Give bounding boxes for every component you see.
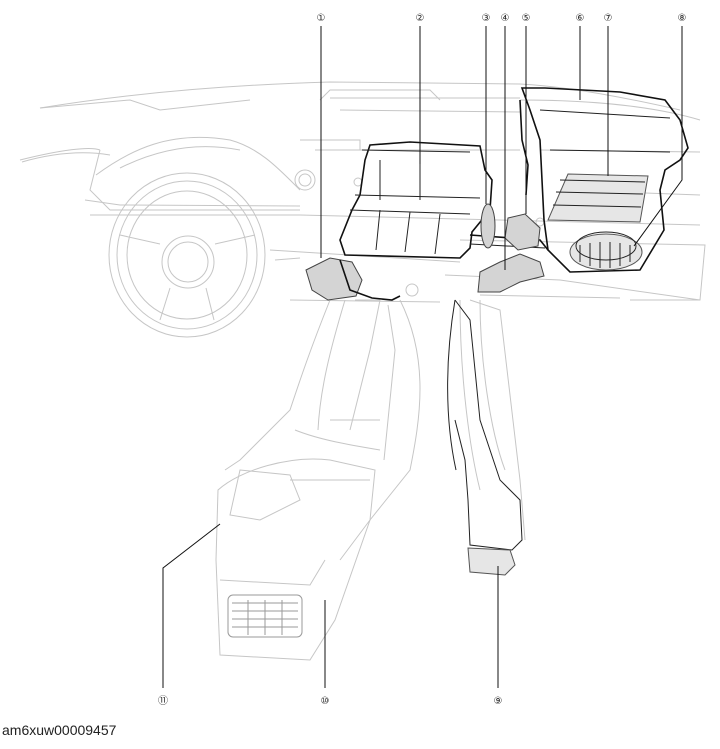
leader-line-8 [633, 26, 683, 247]
callout-6: ⑥ [576, 13, 585, 24]
leader-line-11 [162, 523, 221, 688]
callout-11-label: ⑪ [158, 695, 168, 707]
callout-2-label: ② [416, 13, 425, 24]
callout-10-label: ⑩ [321, 696, 330, 707]
callout-4-label: ④ [501, 13, 510, 24]
callout-7-label: ⑦ [604, 13, 613, 24]
center-console [215, 299, 526, 661]
callout-1-label: ① [317, 13, 326, 24]
callout-9: ⑨ [494, 696, 503, 707]
figure-id-caption: am6xuw00009457 [2, 722, 117, 738]
steering-wheel [108, 172, 266, 338]
callout-8: ⑧ [678, 13, 687, 24]
callout-10: ⑩ [321, 696, 330, 707]
callout-3-label: ③ [482, 13, 491, 24]
callout-4: ④ [501, 13, 510, 24]
callout-5-label: ⑤ [522, 13, 531, 24]
callout-9-label: ⑨ [494, 696, 503, 707]
callout-2: ② [416, 13, 425, 24]
callout-3: ③ [482, 13, 491, 24]
callout-6-label: ⑥ [576, 13, 585, 24]
callout-11: ⑪ [158, 695, 168, 707]
callout-1: ① [317, 13, 326, 24]
callout-8-label: ⑧ [678, 13, 687, 24]
leader-lines [162, 26, 683, 688]
hvac-unit [305, 87, 689, 576]
callout-markers: ① ② ③ ④ ⑤ ⑥ ⑦ ⑧ ⑨ ⑩ ⑪ [158, 13, 686, 707]
callout-5: ⑤ [522, 13, 531, 24]
callout-7: ⑦ [604, 13, 613, 24]
